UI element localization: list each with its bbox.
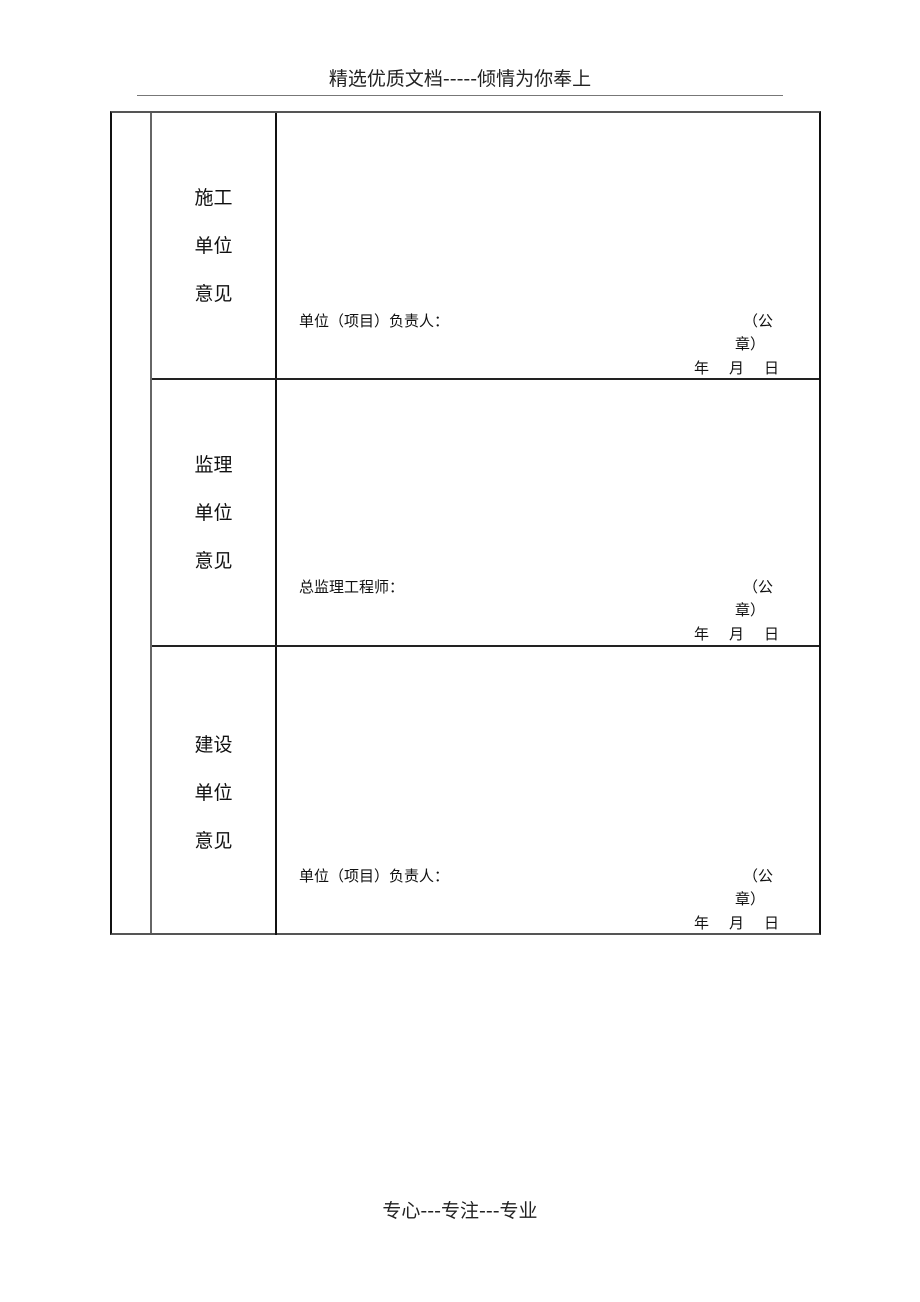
supervision-unit-row: 监理 单位 意见 总监理工程师： （公 章） 年 月 日 bbox=[152, 380, 819, 647]
month-label: 月 bbox=[728, 914, 744, 932]
year-label: 年 bbox=[693, 625, 709, 643]
seal-label-line2: 章） bbox=[734, 601, 765, 619]
month-label: 月 bbox=[728, 359, 744, 377]
label-line: 单位 bbox=[194, 782, 233, 804]
development-unit-row: 建设 单位 意见 单位（项目）负责人： （公 章） 年 月 日 bbox=[152, 647, 819, 935]
day-label: 日 bbox=[763, 359, 779, 377]
date-line: 年 月 日 bbox=[694, 623, 779, 644]
date-line: 年 月 日 bbox=[694, 912, 779, 933]
page-header-title: 精选优质文档-----倾情为你奉上 bbox=[328, 68, 592, 90]
label-line: 意见 bbox=[194, 830, 233, 852]
label-line: 监理 bbox=[194, 454, 233, 476]
development-unit-label-cell: 建设 单位 意见 bbox=[152, 647, 277, 935]
date-line: 年 月 日 bbox=[694, 357, 779, 378]
label-line: 建设 bbox=[194, 734, 233, 756]
seal-label-line1: （公 bbox=[742, 312, 773, 330]
side-column bbox=[112, 113, 152, 933]
year-label: 年 bbox=[693, 914, 709, 932]
label-line: 单位 bbox=[194, 235, 233, 257]
label-line: 施工 bbox=[194, 187, 233, 209]
seal-label-line2: 章） bbox=[734, 335, 765, 353]
page-footer-text: 专心---专注---专业 bbox=[382, 1200, 538, 1222]
label-line: 意见 bbox=[194, 283, 233, 305]
construction-unit-opinion-field[interactable]: 单位（项目）负责人： （公 章） 年 月 日 bbox=[277, 113, 819, 378]
day-label: 日 bbox=[763, 914, 779, 932]
month-label: 月 bbox=[728, 625, 744, 643]
construction-unit-row: 施工 单位 意见 单位（项目）负责人： （公 章） 年 月 日 bbox=[152, 113, 819, 380]
signature-label: 总监理工程师： bbox=[299, 578, 405, 596]
seal-label-line1: （公 bbox=[742, 578, 773, 596]
supervision-unit-opinion-field[interactable]: 总监理工程师： （公 章） 年 月 日 bbox=[277, 380, 819, 645]
label-line: 意见 bbox=[194, 550, 233, 572]
seal-label-line2: 章） bbox=[734, 890, 765, 908]
development-unit-opinion-field[interactable]: 单位（项目）负责人： （公 章） 年 月 日 bbox=[277, 647, 819, 935]
supervision-unit-label-cell: 监理 单位 意见 bbox=[152, 380, 277, 645]
day-label: 日 bbox=[763, 625, 779, 643]
year-label: 年 bbox=[693, 359, 709, 377]
signature-label: 单位（项目）负责人： bbox=[299, 867, 450, 885]
header-divider bbox=[137, 95, 783, 96]
signature-label: 单位（项目）负责人： bbox=[299, 312, 450, 330]
seal-label-line1: （公 bbox=[742, 867, 773, 885]
label-line: 单位 bbox=[194, 502, 233, 524]
construction-unit-label-cell: 施工 单位 意见 bbox=[152, 113, 277, 378]
approval-opinion-table: 施工 单位 意见 单位（项目）负责人： （公 章） 年 月 日 监理 单位 意见 bbox=[110, 111, 821, 935]
